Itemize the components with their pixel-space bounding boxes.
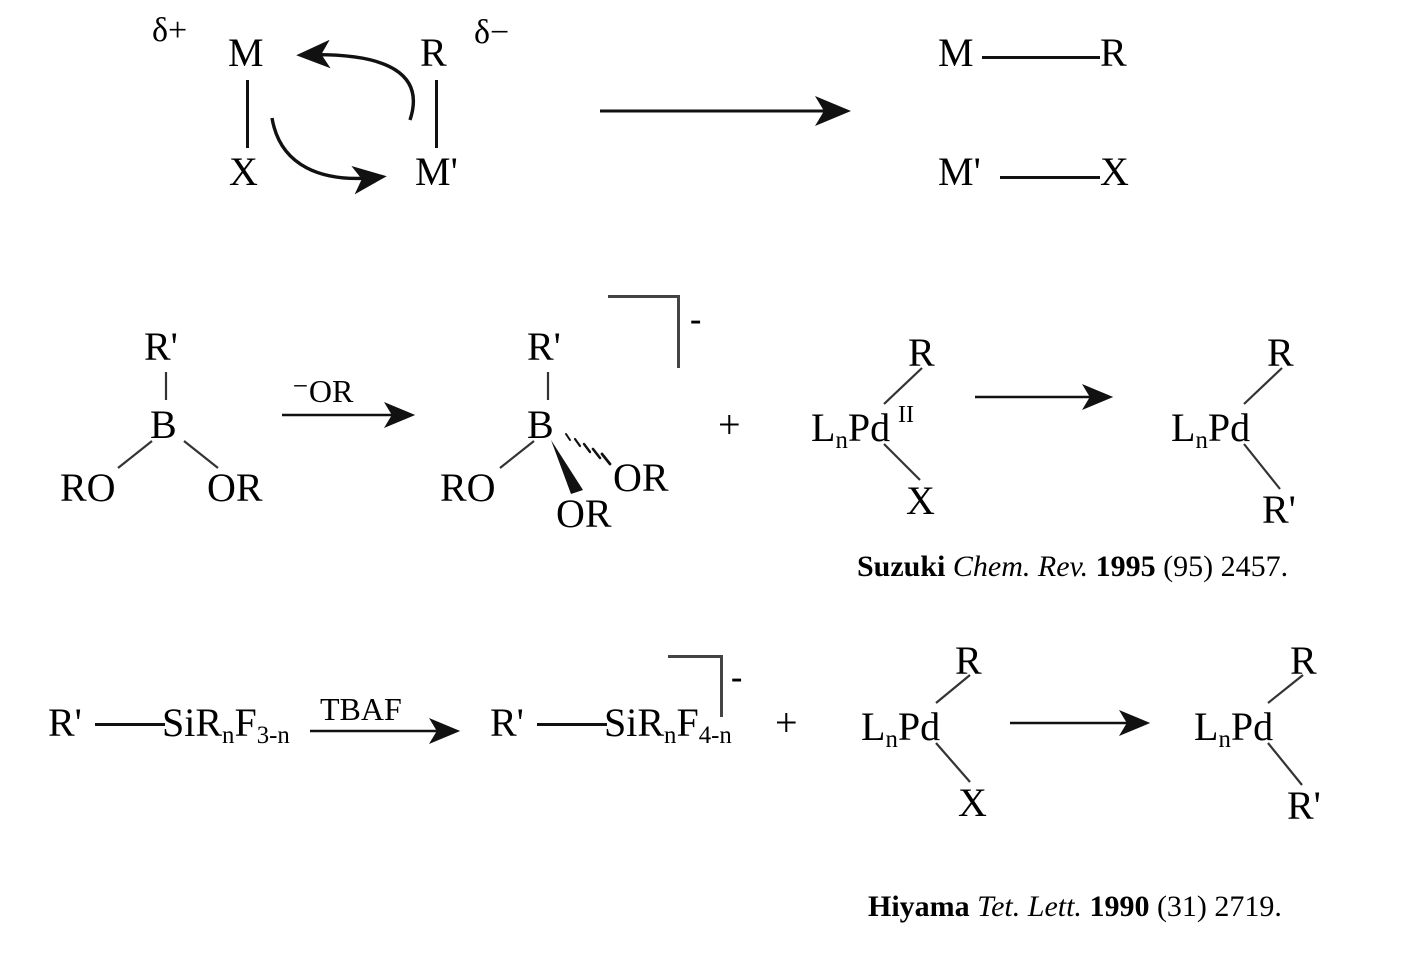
citation-hiyama-year: 1990 — [1089, 890, 1150, 923]
reagent-alkoxide-label: ⁻OR — [292, 373, 354, 409]
borate-bracket-top — [608, 295, 680, 298]
atom-group-R: R — [420, 30, 447, 75]
pd-product-L: L — [1171, 405, 1196, 450]
hiyama-product-L: L — [1194, 704, 1219, 749]
hiyama-pd-subscript: n — [885, 725, 898, 753]
atom-metal-prime: M' — [415, 149, 458, 194]
borate-left-group: RO — [440, 465, 496, 510]
pd-complex-center: LnPd — [811, 408, 890, 454]
atom-metal-M: M — [228, 30, 264, 75]
silicate-bracket-side — [720, 655, 723, 717]
citation-suzuki-year: 1995 — [1095, 550, 1156, 583]
hiyama-product-bottom-group: R' — [1287, 783, 1321, 828]
reagent-tbaf-label: TBAF — [320, 691, 402, 727]
product-atom-X: X — [1100, 149, 1129, 194]
citation-hiyama-page: 2719. — [1214, 890, 1282, 923]
citation-hiyama-journal: Tet. Lett. — [977, 890, 1082, 923]
suzuki-plus-sign: + — [718, 402, 741, 447]
product-atom-Mprime: M' — [938, 149, 981, 194]
hiyama-pd-Pd: Pd — [897, 704, 941, 749]
silane-sub-3n: 3-n — [256, 721, 290, 749]
borate-negative-charge: - — [690, 301, 702, 338]
silane-F: F — [234, 700, 257, 745]
boronate-top-group: R' — [144, 324, 178, 369]
citation-suzuki-page: 2457. — [1220, 550, 1289, 583]
borate-bracket-side — [677, 295, 680, 368]
bond-hiyama-product-Rprime — [1267, 742, 1303, 786]
silicate-F: F — [676, 700, 699, 745]
silicate-negative-charge: - — [731, 659, 743, 696]
product-atom-M: M — [938, 30, 974, 75]
pd-product-Pd: Pd — [1207, 405, 1251, 450]
hiyama-product-subscript: n — [1218, 725, 1231, 753]
curved-arrow-X-to-Mprime — [270, 117, 387, 195]
pd-center-L: L — [811, 405, 836, 450]
citation-hiyama-author: Hiyama — [868, 890, 970, 923]
silicate-left-group: R' — [490, 700, 524, 745]
bond-Mprime-X — [1000, 176, 1100, 179]
hiyama-product-Pd: Pd — [1230, 704, 1274, 749]
delta-minus-label: δ− — [474, 14, 510, 51]
pd-product-top-group: R — [1267, 330, 1294, 375]
boronate-right-group: OR — [207, 465, 263, 510]
bond-B-RO — [117, 440, 153, 469]
pd-product-bottom-group: R' — [1262, 487, 1296, 532]
citation-suzuki: Suzuki Chem. Rev. 1995 (95) 2457. — [857, 552, 1288, 582]
boronate-left-group: RO — [60, 465, 116, 510]
pd-center-subscript: n — [835, 426, 848, 454]
pd-product-subscript: n — [1195, 426, 1208, 454]
citation-suzuki-volume: (95) — [1163, 550, 1214, 583]
hiyama-plus-sign: + — [775, 700, 798, 745]
bond-Rprime-Si-anion — [537, 723, 607, 726]
pd-complex-top-group: R — [908, 330, 935, 375]
silane-formula: SiRnF3-n — [162, 703, 290, 749]
citation-hiyama-volume: (31) — [1156, 890, 1207, 923]
borate-wedge-group: OR — [556, 491, 612, 536]
borate-center-atom: B — [527, 402, 554, 447]
silane-left-group: R' — [48, 700, 82, 745]
atom-halide-X: X — [229, 149, 258, 194]
pd-complex-bottom-group: X — [906, 478, 935, 523]
bond-hiyama-Pd-X — [935, 742, 971, 783]
curved-arrow-R-to-M — [296, 39, 416, 121]
delta-plus-label: δ+ — [152, 12, 188, 49]
hash-bond-borate-OR — [565, 433, 612, 466]
citation-suzuki-journal: Chem. Rev. — [952, 550, 1089, 583]
silicate-formula: SiRnF4-n — [604, 703, 732, 749]
silicate-SiR: SiR — [604, 700, 665, 745]
bond-B-OR — [183, 440, 219, 469]
bond-M-X — [246, 80, 249, 148]
hiyama-pd-top-group: R — [955, 638, 982, 683]
bond-R-Mprime — [435, 80, 438, 148]
hiyama-pd-L: L — [861, 704, 886, 749]
silicate-sub-n: n — [664, 721, 677, 749]
hiyama-product-center: LnPd — [1194, 707, 1273, 753]
pd-oxidation-state: II — [898, 402, 914, 428]
silane-sub-n: n — [222, 721, 235, 749]
pd-center-Pd: Pd — [847, 405, 891, 450]
hiyama-product-top-group: R — [1290, 638, 1317, 683]
hiyama-pd-center: LnPd — [861, 707, 940, 753]
boronate-center-atom: B — [150, 402, 177, 447]
borate-hash-group: OR — [613, 455, 669, 500]
product-atom-R: R — [1100, 30, 1127, 75]
bond-M-R — [982, 56, 1100, 59]
wedge-bond-borate-OR — [551, 440, 583, 494]
hiyama-pd-bottom-group: X — [958, 780, 987, 825]
silane-SiR: SiR — [162, 700, 223, 745]
citation-suzuki-author: Suzuki — [857, 550, 946, 583]
bond-Rprime-Si — [95, 723, 165, 726]
citation-hiyama: Hiyama Tet. Lett. 1990 (31) 2719. — [868, 892, 1282, 922]
silicate-sub-4n: 4-n — [698, 721, 732, 749]
pd-product-center: LnPd — [1171, 408, 1250, 454]
silicate-bracket-top — [668, 655, 723, 658]
borate-top-group: R' — [527, 324, 561, 369]
